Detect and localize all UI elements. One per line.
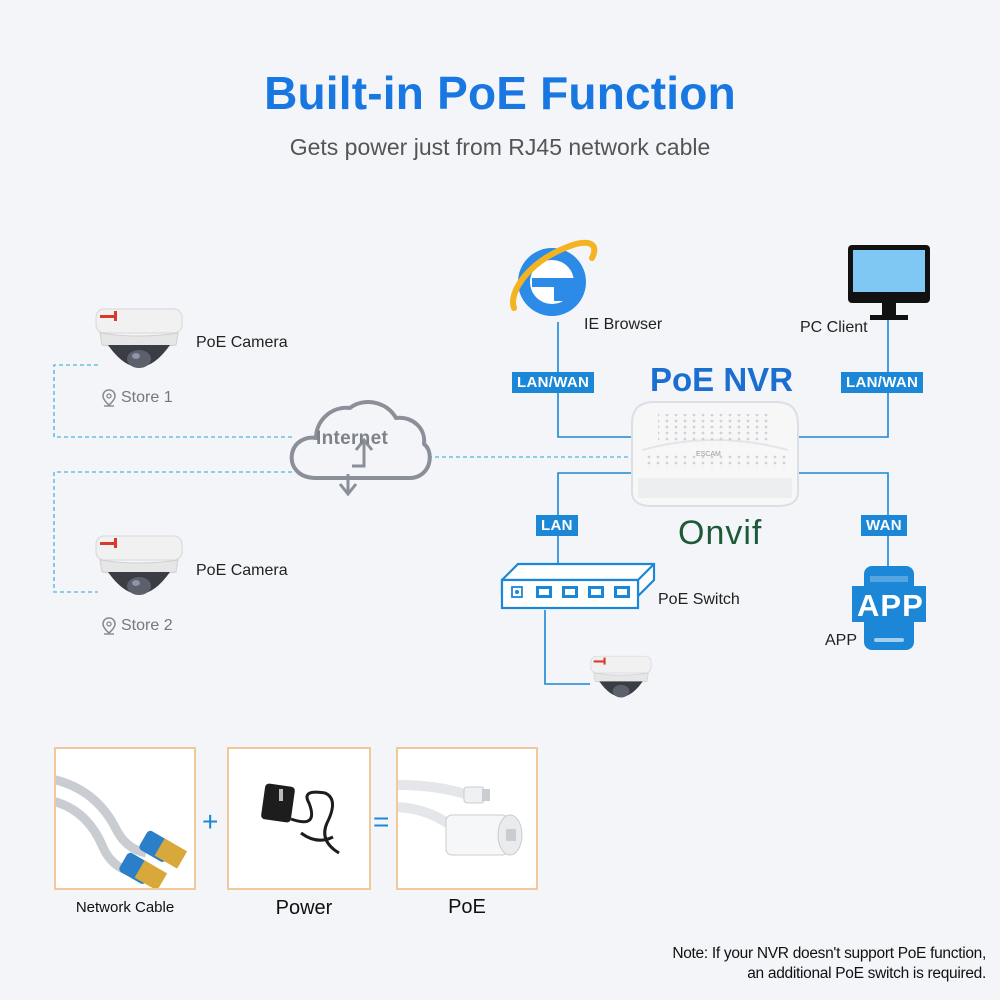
- page-title: Built-in PoE Function: [264, 67, 736, 119]
- ie-browser-label: IE Browser: [584, 316, 663, 333]
- location-pin-icon: [102, 617, 116, 635]
- footnote: Note: If your NVR doesn't support PoE fu…: [672, 944, 986, 984]
- ie-browser-icon: [510, 239, 598, 316]
- camera-1-label: PoE Camera: [196, 334, 288, 351]
- equals-sign: =: [373, 806, 390, 837]
- power-label: Power: [275, 897, 333, 919]
- app-phone-icon: [852, 566, 926, 650]
- pc-client-label: PC Client: [800, 319, 868, 336]
- lan-wan-tag-left: LAN/WAN: [512, 372, 595, 393]
- dome-camera-3-icon: [590, 655, 652, 698]
- poe-box: [396, 747, 538, 890]
- poe-label: PoE: [448, 896, 486, 918]
- network-cable-label: Network Cable: [75, 899, 175, 916]
- lan-wan-tag-right: LAN/WAN: [841, 372, 924, 393]
- lan-tag: LAN: [536, 515, 578, 536]
- monitor-icon: [848, 245, 930, 320]
- cloud-icon: [289, 400, 432, 497]
- footnote-line-1: Note: If your NVR doesn't support PoE fu…: [672, 945, 986, 962]
- store-1-text: Store 1: [121, 389, 173, 406]
- network-cable-box: [50, 747, 196, 891]
- app-icon-text: APP: [857, 588, 924, 623]
- poe-switch-label: PoE Switch: [658, 591, 740, 608]
- location-pin-icon: [102, 389, 116, 407]
- dome-camera-2-icon: [95, 535, 183, 595]
- dome-camera-1-icon: [95, 308, 183, 368]
- poe-switch-icon: [500, 562, 656, 610]
- nvr-device-icon: [631, 401, 799, 507]
- store-2-label: Store 2: [101, 617, 173, 635]
- nvr-title: PoE NVR: [650, 361, 794, 398]
- onvif-label: Onvif: [678, 514, 763, 552]
- power-box: [227, 747, 371, 890]
- network-cable-icon: [50, 774, 188, 891]
- nvr-brand: ESCAM: [696, 451, 721, 458]
- power-adapter-icon: [261, 783, 340, 855]
- store-1-label: Store 1: [101, 389, 173, 407]
- camera-2-label: PoE Camera: [196, 562, 288, 579]
- footnote-line-2: an additional PoE switch is required.: [747, 965, 986, 982]
- poe-connector-icon: [397, 780, 523, 856]
- wan-tag: WAN: [861, 515, 907, 536]
- page-subtitle: Gets power just from RJ45 network cable: [289, 134, 711, 160]
- store-2-text: Store 2: [121, 617, 173, 634]
- internet-label: Internet: [316, 428, 389, 449]
- dashed-links: [53, 364, 634, 593]
- plus-sign: +: [202, 806, 219, 837]
- app-label: APP: [825, 632, 858, 649]
